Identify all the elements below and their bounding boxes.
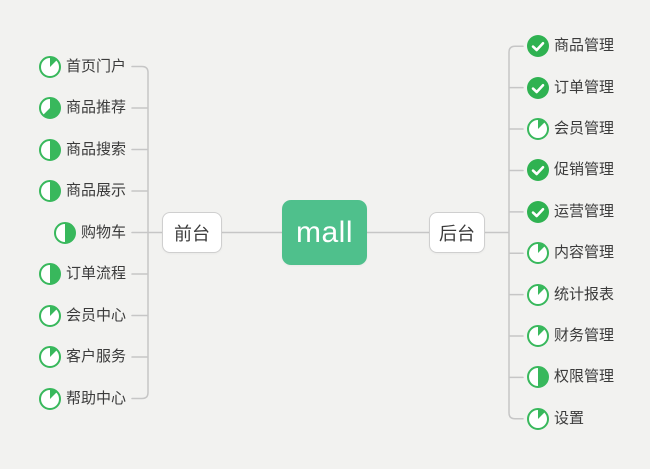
task-done-check-icon[interactable] xyxy=(526,158,550,182)
topic-label: 首页门户 xyxy=(65,57,126,75)
topic-row-backend-5[interactable]: 内容管理 xyxy=(526,241,614,265)
task-progress-pie-icon[interactable] xyxy=(38,345,62,369)
task-progress-pie-icon[interactable] xyxy=(526,324,550,348)
topic-label: 商品展示 xyxy=(65,182,126,199)
task-progress-pie-icon[interactable] xyxy=(53,221,77,245)
task-progress-pie-icon[interactable] xyxy=(38,387,62,411)
branch-node-backend-label: 后台 xyxy=(439,223,475,244)
topic-label: 会员管理 xyxy=(554,120,615,138)
topic-label: 商品搜索 xyxy=(65,140,126,158)
task-progress-pie-icon[interactable] xyxy=(38,96,62,120)
task-done-check-icon[interactable] xyxy=(526,200,550,224)
topic-row-backend-1[interactable]: 订单管理 xyxy=(526,76,614,100)
task-progress-pie-icon[interactable] xyxy=(526,365,550,389)
topic-row-backend-6[interactable]: 统计报表 xyxy=(526,283,614,307)
topic-row-backend-3[interactable]: 促销管理 xyxy=(526,158,614,182)
task-progress-pie-icon[interactable] xyxy=(526,117,550,141)
topic-row-frontend-5[interactable]: 订单流程 xyxy=(38,262,126,286)
topic-label: 订单管理 xyxy=(554,78,615,96)
topic-label: 会员中心 xyxy=(65,306,126,324)
topic-label: 设置 xyxy=(554,409,585,427)
topic-row-frontend-4[interactable]: 购物车 xyxy=(53,221,126,245)
topic-row-backend-9[interactable]: 设置 xyxy=(526,407,584,431)
topic-row-backend-7[interactable]: 财务管理 xyxy=(526,324,614,348)
root-topic-label: mall xyxy=(295,215,353,249)
topic-label: 促销管理 xyxy=(554,161,615,179)
topic-label: 财务管理 xyxy=(554,326,615,344)
branch-node-backend[interactable]: 后台 xyxy=(429,212,485,253)
topic-row-frontend-7[interactable]: 客户服务 xyxy=(38,345,126,369)
topic-row-frontend-8[interactable]: 帮助中心 xyxy=(38,387,126,411)
task-done-check-icon[interactable] xyxy=(526,76,550,100)
topic-label: 帮助中心 xyxy=(65,389,126,407)
topic-row-backend-2[interactable]: 会员管理 xyxy=(526,117,614,141)
branch-node-frontend[interactable]: 前台 xyxy=(162,212,222,253)
task-done-check-icon[interactable] xyxy=(526,34,550,58)
topic-label: 权限管理 xyxy=(554,368,615,386)
topic-label: 统计报表 xyxy=(554,285,615,303)
connector-path xyxy=(131,45,524,420)
topic-row-frontend-6[interactable]: 会员中心 xyxy=(38,304,126,328)
task-progress-pie-icon[interactable] xyxy=(526,283,550,307)
task-progress-pie-icon[interactable] xyxy=(38,262,62,286)
topic-row-frontend-2[interactable]: 商品搜索 xyxy=(38,138,126,162)
branch-node-frontend-label: 前台 xyxy=(174,223,210,244)
topic-label: 订单流程 xyxy=(65,265,126,282)
topic-label: 购物车 xyxy=(80,223,126,241)
topic-row-backend-8[interactable]: 权限管理 xyxy=(526,365,614,389)
task-progress-pie-icon[interactable] xyxy=(38,55,62,79)
topic-row-backend-0[interactable]: 商品管理 xyxy=(526,34,614,58)
topic-row-frontend-3[interactable]: 商品展示 xyxy=(38,179,126,203)
task-progress-pie-icon[interactable] xyxy=(38,179,62,203)
topic-row-frontend-0[interactable]: 首页门户 xyxy=(38,55,126,79)
topic-row-frontend-1[interactable]: 商品推荐 xyxy=(38,96,126,120)
topic-label: 内容管理 xyxy=(554,244,615,262)
topic-label: 商品推荐 xyxy=(65,99,126,116)
topic-label: 客户服务 xyxy=(65,348,126,365)
topic-label: 运营管理 xyxy=(554,202,615,220)
task-progress-pie-icon[interactable] xyxy=(38,304,62,328)
topic-label: 商品管理 xyxy=(554,37,615,55)
root-topic-mall[interactable]: mall xyxy=(282,200,367,265)
task-progress-pie-icon[interactable] xyxy=(38,138,62,162)
task-progress-pie-icon[interactable] xyxy=(526,241,550,265)
task-progress-pie-icon[interactable] xyxy=(526,407,550,431)
topic-row-backend-4[interactable]: 运营管理 xyxy=(526,200,614,224)
